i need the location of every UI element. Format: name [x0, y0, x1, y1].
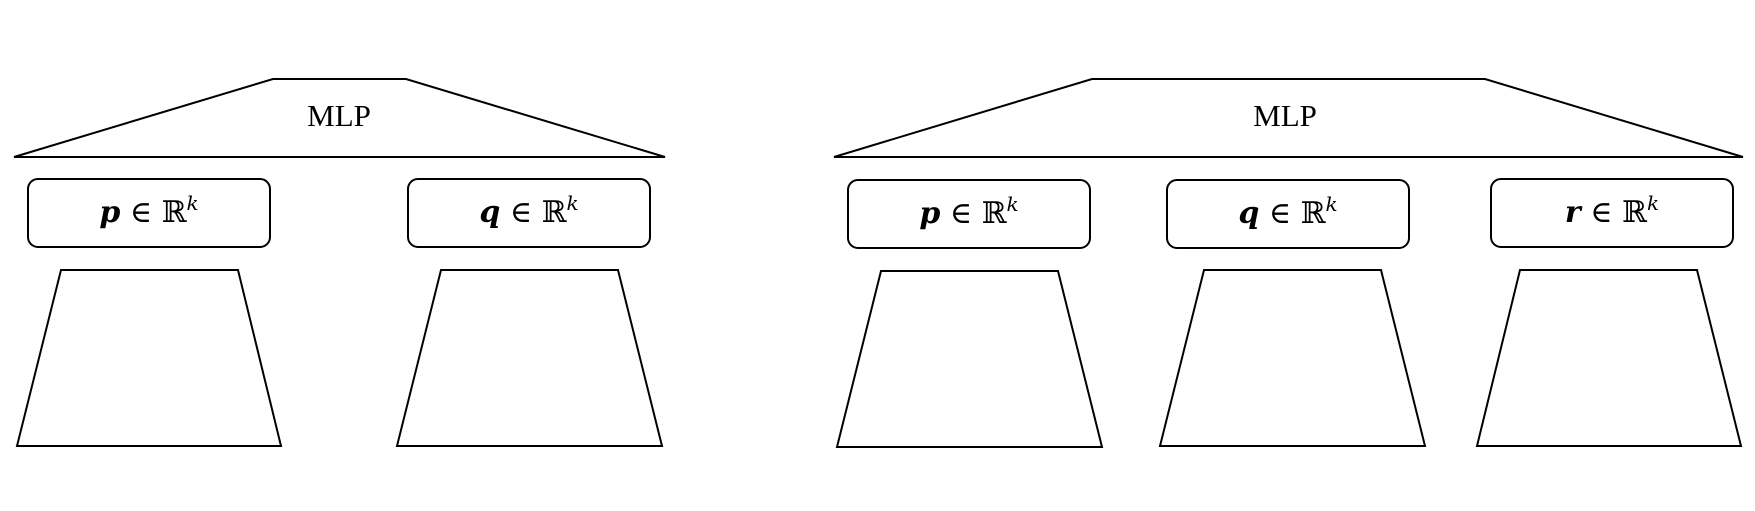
left-mlp-head: [13, 78, 666, 158]
right-encoder-tower-q: [1158, 269, 1427, 447]
right-encoder-tower-r: [1475, 269, 1743, 447]
left-embedding-label-q: q ∈ ℝk: [479, 191, 578, 230]
right-embedding-label-p: p ∈ ℝk: [919, 192, 1018, 231]
left-embedding-box-q: [407, 178, 651, 248]
right-encoder-tower-p: [835, 270, 1104, 448]
left-model: MLP p ∈ ℝk q ∈ ℝk: [13, 78, 666, 447]
right-mlp-head: [833, 78, 1744, 158]
left-embedding-label-p: p ∈ ℝk: [99, 191, 198, 230]
left-embedding-box-p: [27, 178, 271, 248]
right-embedding-label-q: q ∈ ℝk: [1238, 192, 1337, 231]
left-mlp-label: MLP: [307, 98, 371, 133]
right-embedding-box-q: [1166, 179, 1410, 249]
right-embedding-label-r: r ∈ ℝk: [1565, 191, 1659, 230]
left-encoder-tower-p: [15, 269, 283, 447]
left-encoder-tower-q: [395, 269, 664, 447]
right-embedding-box-r: [1490, 178, 1734, 248]
right-model: MLP p ∈ ℝk q ∈ ℝk r ∈ ℝk: [833, 78, 1744, 448]
right-mlp-label: MLP: [1253, 98, 1317, 133]
right-embedding-box-p: [847, 179, 1091, 249]
